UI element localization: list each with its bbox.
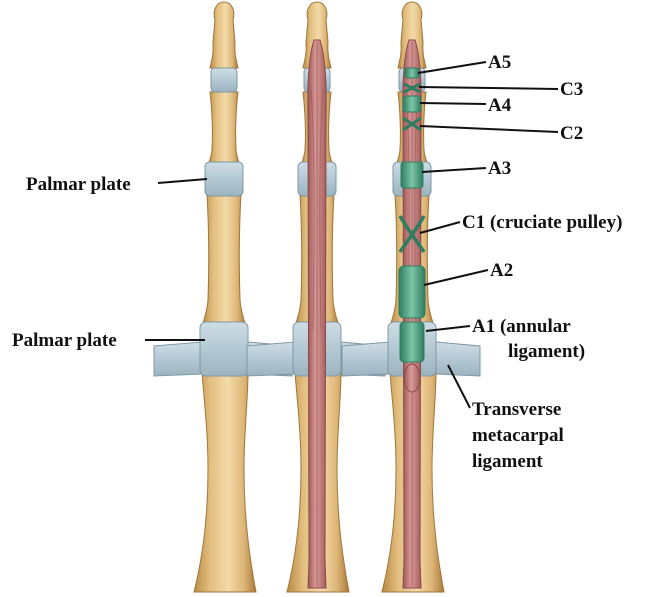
tendon-bulge xyxy=(404,364,420,392)
leader-c2 xyxy=(420,126,558,132)
leader-c3 xyxy=(419,87,558,89)
label-c2: C2 xyxy=(560,123,583,144)
leader-a5 xyxy=(418,62,486,73)
pulley-a5 xyxy=(405,68,419,78)
label-palmar-plate-upper: Palmar plate xyxy=(26,174,131,195)
label-c1: C1 (cruciate pulley) xyxy=(462,212,622,233)
label-a1-line1: A1 (annular xyxy=(472,316,571,337)
label-a4: A4 xyxy=(488,95,512,116)
leader-a2 xyxy=(424,270,488,285)
label-a2: A2 xyxy=(490,260,513,281)
pulley-a2 xyxy=(399,266,425,318)
finger-middle-tendons xyxy=(247,2,385,592)
label-a3: A3 xyxy=(488,158,511,179)
finger-left-skeleton xyxy=(154,2,292,592)
pulley-a3 xyxy=(401,162,423,188)
label-tml-line2: metacarpal xyxy=(472,425,564,446)
leader-palmar-plate-upper xyxy=(158,179,207,183)
finger-right-pulleys xyxy=(342,2,480,592)
label-palmar-plate-lower: Palmar plate xyxy=(12,330,117,351)
label-tml-line1: Transverse xyxy=(472,399,561,420)
label-tml-line3: ligament xyxy=(472,451,543,472)
pulley-a4 xyxy=(403,96,421,112)
label-a1-line2: ligament) xyxy=(508,341,585,362)
label-c3: C3 xyxy=(560,79,583,100)
leader-a3 xyxy=(422,168,486,172)
flexor-tendons xyxy=(308,40,327,588)
pulley-a1 xyxy=(400,322,424,362)
leader-a4 xyxy=(420,103,486,104)
label-a5: A5 xyxy=(488,52,511,73)
